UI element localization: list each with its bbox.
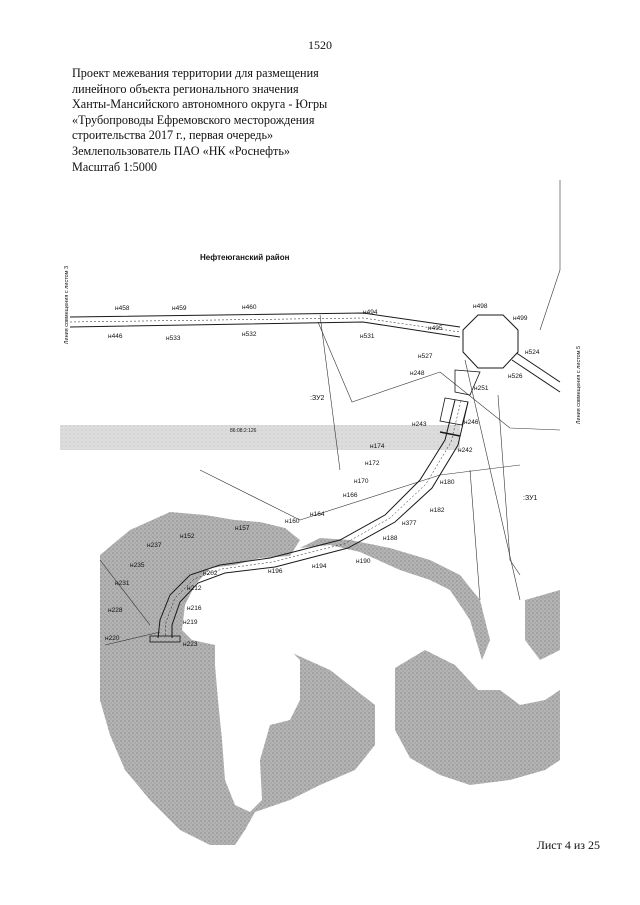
point-label: н216 xyxy=(187,605,202,612)
point-label: н180 xyxy=(440,479,455,486)
header-line: Проект межевания территории для размещен… xyxy=(72,66,319,80)
region-label: Нефтеюганский район xyxy=(200,253,290,262)
point-label: н182 xyxy=(430,507,445,514)
point-label: н524 xyxy=(525,349,540,356)
point-label: н532 xyxy=(242,331,257,338)
hatched-strip xyxy=(60,425,460,450)
header-line: Ханты-Мансийского автономного округа - Ю… xyxy=(72,97,328,112)
zone-label: :ЗУ2 xyxy=(310,395,325,402)
point-label: н172 xyxy=(365,460,380,467)
water-body xyxy=(300,538,490,660)
point-label: н223 xyxy=(183,641,198,648)
point-label: н212 xyxy=(187,585,202,592)
point-label: н248 xyxy=(410,370,425,377)
point-label: н164 xyxy=(310,511,325,518)
point-label: н498 xyxy=(473,303,488,310)
well-pad xyxy=(462,314,519,369)
point-label: н220 xyxy=(105,635,120,642)
point-label: н459 xyxy=(172,305,187,312)
cadastral-code: 86:08:2:126 xyxy=(230,428,257,434)
point-label: н202 xyxy=(203,570,218,577)
header-line: «Трубопроводы Ефремовского месторождения xyxy=(72,112,315,127)
header-line: Землепользователь ПАО «НК «Роснефть» xyxy=(72,143,291,158)
point-label: н377 xyxy=(402,520,417,527)
point-label: н170 xyxy=(354,478,369,485)
point-label: н190 xyxy=(356,558,371,565)
point-label: н235 xyxy=(130,562,145,569)
point-label: н246 xyxy=(464,419,479,426)
page-number: 1520 xyxy=(308,38,332,52)
point-label: н533 xyxy=(166,335,181,342)
point-label: н219 xyxy=(183,619,198,626)
point-label: н460 xyxy=(242,304,257,311)
point-label: н231 xyxy=(115,580,130,587)
document-header: Проект межевания территории для размещен… xyxy=(72,66,392,175)
point-label: н196 xyxy=(268,568,283,575)
point-label: н188 xyxy=(383,535,398,542)
point-label: н527 xyxy=(418,353,433,360)
island xyxy=(240,655,275,690)
point-label: н531 xyxy=(360,333,375,340)
point-label: н174 xyxy=(370,443,385,450)
right-edge-label: Линия совмещения с листом 5 xyxy=(576,346,582,424)
header-line: строительства 2017 г., первая очередь» xyxy=(72,128,274,143)
point-label: н495 xyxy=(428,325,443,332)
point-label: н152 xyxy=(180,533,195,540)
left-edge-label: Линия совмещения с листом 3 xyxy=(64,266,70,344)
water-body xyxy=(525,590,560,660)
island xyxy=(215,626,300,812)
point-label: н166 xyxy=(343,492,358,499)
point-label: н237 xyxy=(147,542,162,549)
water-body xyxy=(395,650,560,785)
point-label: н194 xyxy=(312,563,327,570)
pipeline-corridor xyxy=(69,312,561,643)
point-label: н251 xyxy=(474,385,489,392)
header-line: линейного объекта регионального значения xyxy=(72,81,299,96)
point-label: н458 xyxy=(115,305,130,312)
zone-label: :ЗУ1 xyxy=(523,495,538,502)
point-label: н243 xyxy=(412,421,427,428)
sheet-number: Лист 4 из 25 xyxy=(536,838,600,852)
point-label: н228 xyxy=(108,607,123,614)
scale-line: Масштаб 1:5000 xyxy=(72,159,158,174)
point-label: н494 xyxy=(363,309,378,316)
point-label: н499 xyxy=(513,315,528,322)
point-label: н446 xyxy=(108,333,123,340)
point-label: н242 xyxy=(458,447,473,454)
point-label: н526 xyxy=(508,373,523,380)
point-label: н160 xyxy=(285,518,300,525)
point-label: н157 xyxy=(235,525,250,532)
